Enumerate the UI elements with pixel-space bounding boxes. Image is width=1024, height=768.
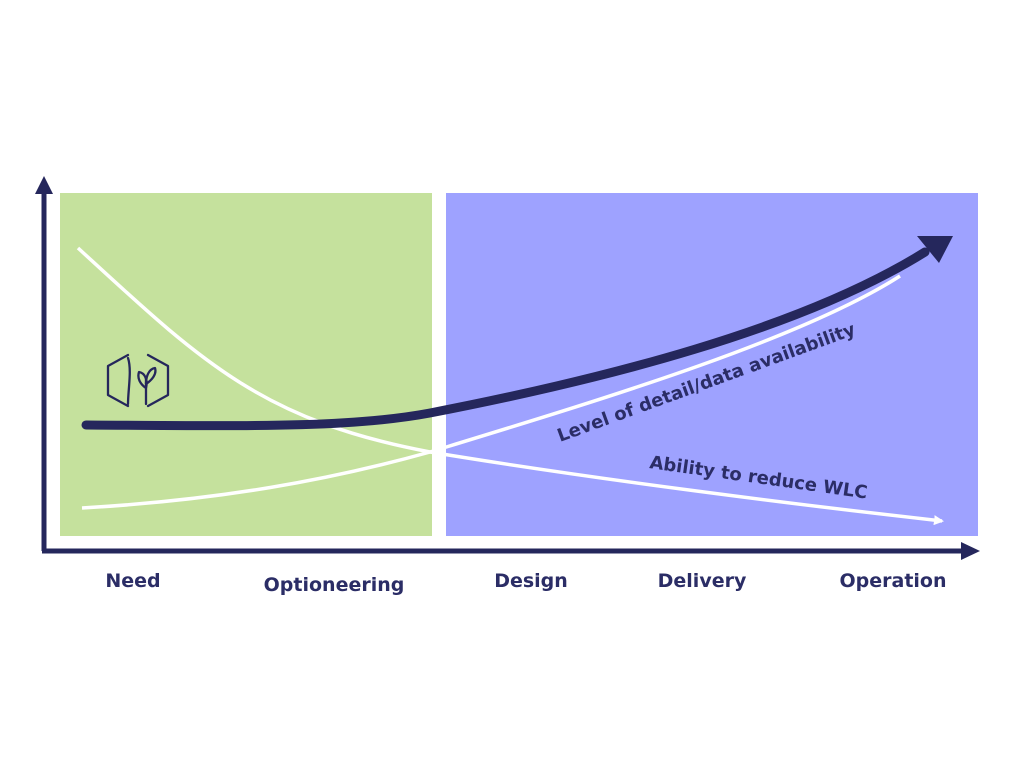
detail-curve bbox=[81, 274, 901, 510]
axes bbox=[35, 176, 980, 560]
x-axis-arrowhead bbox=[961, 542, 980, 560]
main-arrow-head bbox=[917, 236, 953, 263]
stage-design: Design bbox=[494, 570, 568, 592]
blue-panel bbox=[446, 193, 978, 536]
main-arrow-shaft bbox=[81, 247, 930, 431]
stage-optioneering: Optioneering bbox=[263, 574, 405, 596]
stage-need: Need bbox=[105, 570, 161, 592]
stage-delivery: Delivery bbox=[657, 570, 747, 592]
y-axis-arrowhead bbox=[35, 176, 53, 194]
hexagon-sprout-icon bbox=[106, 353, 170, 408]
green-panel bbox=[60, 193, 432, 536]
stage-operation: Operation bbox=[839, 570, 947, 592]
